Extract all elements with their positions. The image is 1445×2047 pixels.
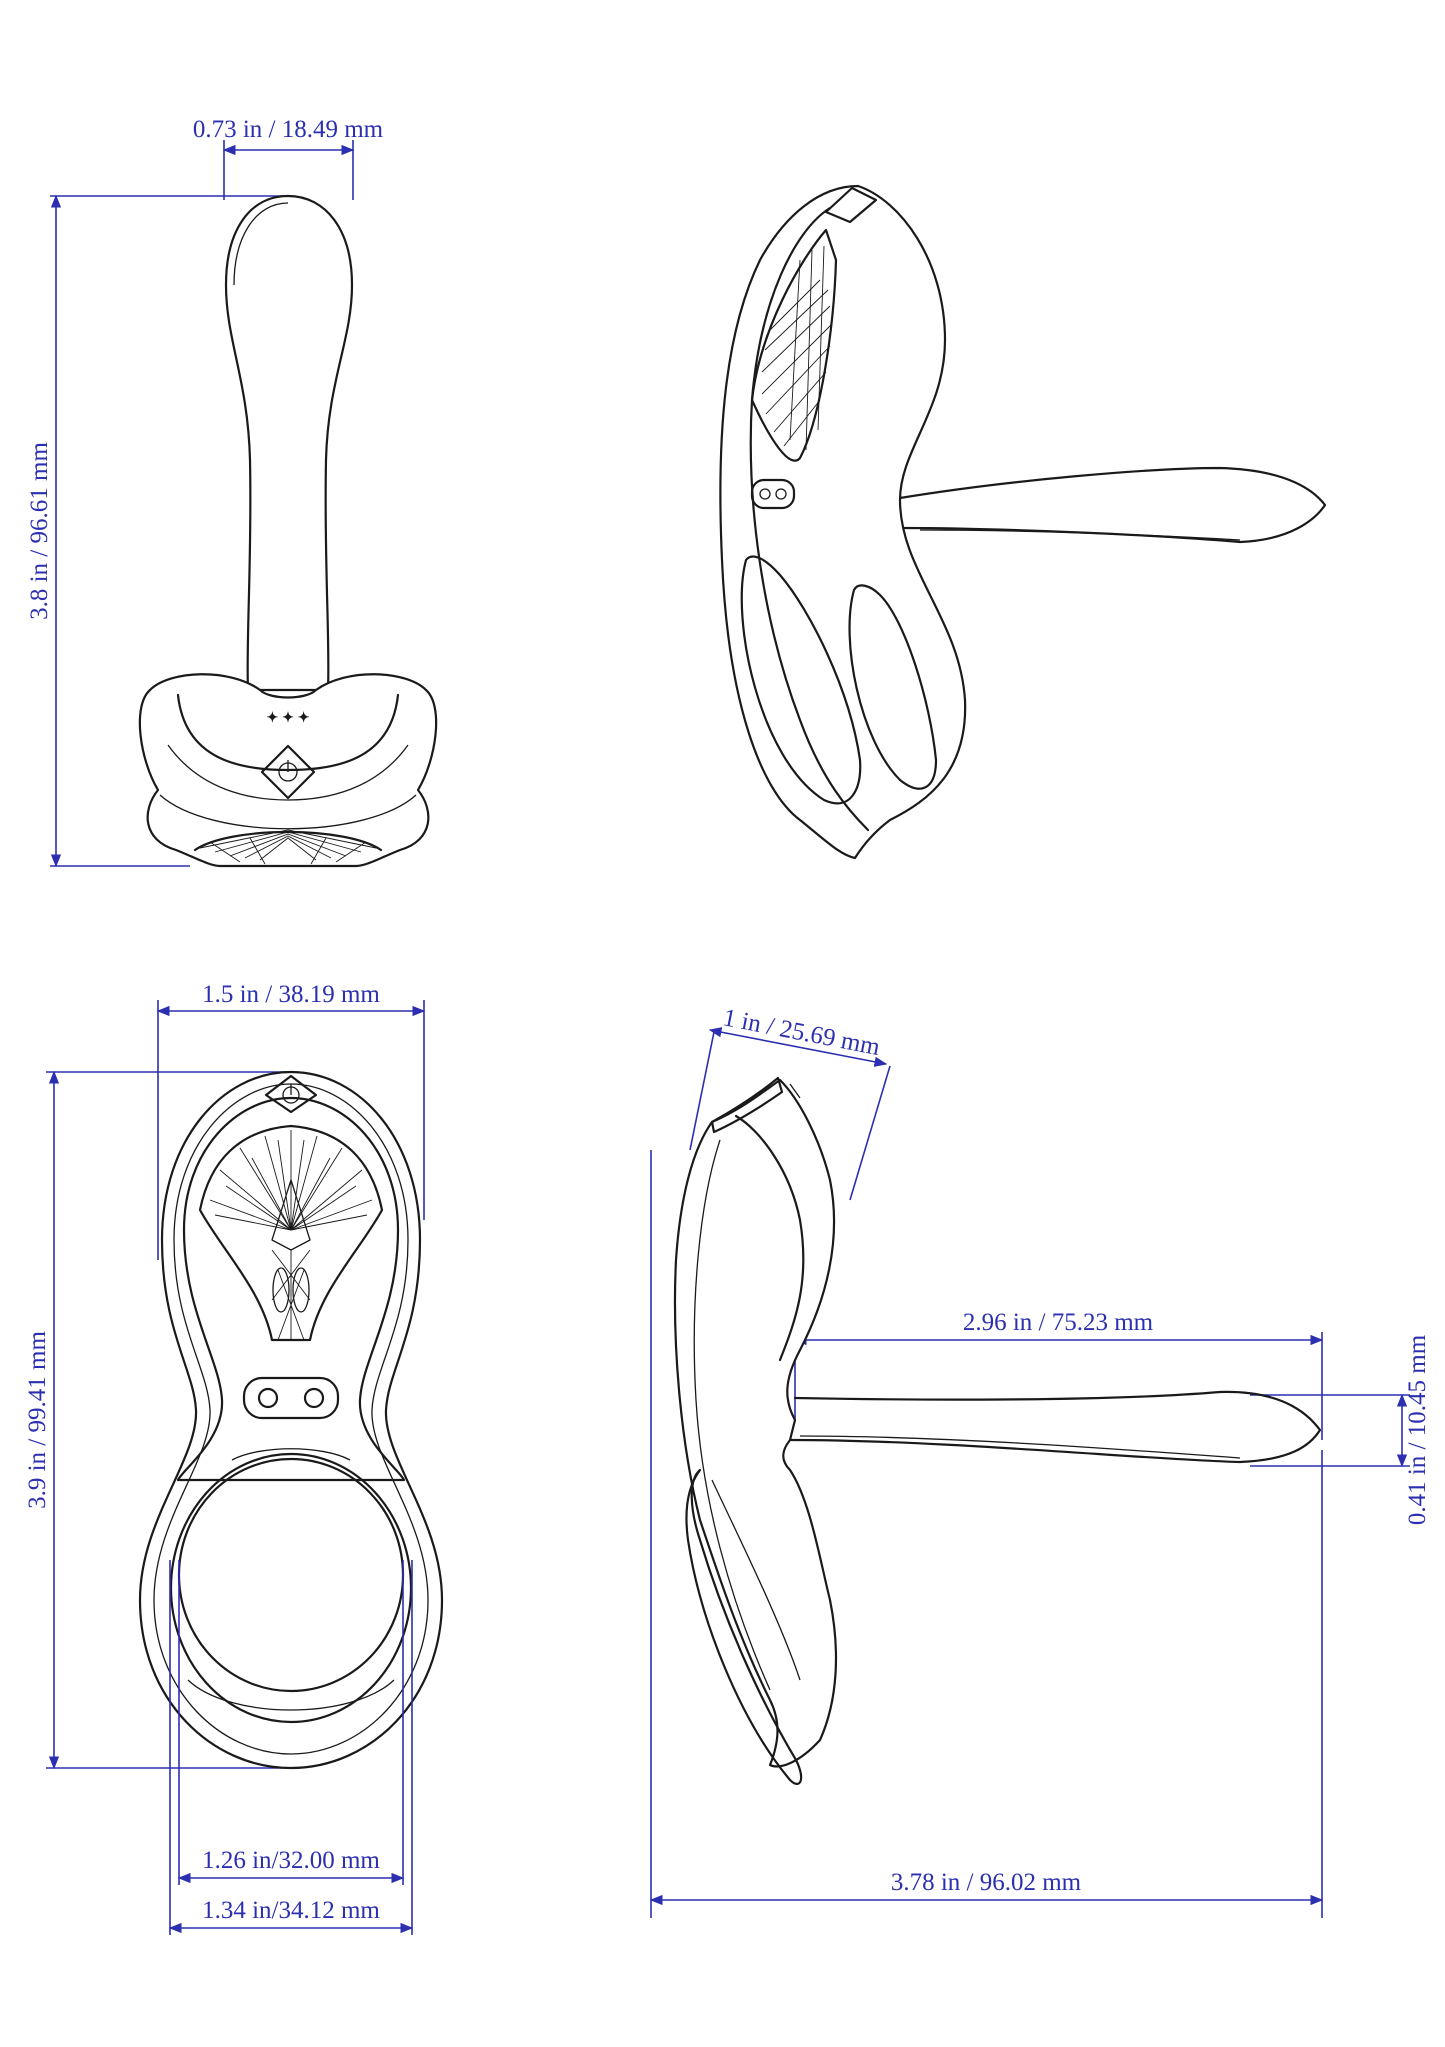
side-view: 1 in / 25.69 mm 2.96 in / 75.23 mm 0.41 … <box>649 1004 1431 1918</box>
side-total-length-label: 3.78 in / 96.02 mm <box>891 1869 1082 1896</box>
side-total-length-dimension: 3.78 in / 96.02 mm <box>649 1150 1324 1918</box>
side-stem-thickness-dimension: 0.41 in / 10.45 mm <box>1250 1334 1431 1525</box>
top-outer-ring-label: 1.34 in/34.12 mm <box>202 1897 380 1924</box>
perspective-body <box>719 184 967 860</box>
front-width-label: 0.73 in / 18.49 mm <box>193 116 384 143</box>
side-body <box>673 1078 838 1768</box>
perspective-ring-right <box>848 584 938 790</box>
svg-text:✦ ✦ ✦: ✦ ✦ ✦ <box>267 709 310 725</box>
logo-mark: ✦ ✦ ✦ <box>267 709 310 725</box>
top-view: 1.5 in / 38.19 mm 3.9 in / 99.41 mm <box>24 981 444 1935</box>
top-height-label: 3.9 in / 99.41 mm <box>24 1331 51 1509</box>
top-ring-outer <box>169 1452 413 1724</box>
perspective-ring-left <box>740 555 862 805</box>
side-stem-length-label: 2.96 in / 75.23 mm <box>963 1309 1154 1336</box>
perspective-top-button <box>824 186 878 224</box>
perspective-grip-texture <box>761 245 833 451</box>
power-icon <box>260 744 316 800</box>
front-stem <box>224 194 354 692</box>
front-width-dimension: 0.73 in / 18.49 mm <box>193 116 384 200</box>
side-depth-label: 1 in / 25.69 mm <box>721 1004 883 1061</box>
top-inner-ring-dimension: 1.26 in/32.00 mm <box>177 1560 405 1885</box>
top-control-buttons <box>242 1376 340 1420</box>
side-hook <box>685 1468 803 1785</box>
side-stem-thickness-label: 0.41 in / 10.45 mm <box>1404 1334 1431 1525</box>
side-stem <box>788 1390 1322 1464</box>
perspective-stem <box>898 466 1327 544</box>
side-stem-length-dimension: 2.96 in / 75.23 mm <box>793 1309 1324 1440</box>
front-view: 0.73 in / 18.49 mm 3.8 in / 96.61 mm ✦ ✦… <box>26 116 438 868</box>
top-grip-texture <box>198 1124 384 1342</box>
perspective-side-buttons <box>750 478 796 510</box>
front-height-label: 3.8 in / 96.61 mm <box>26 442 53 620</box>
front-grip-texture <box>193 829 383 865</box>
perspective-view <box>719 184 1327 860</box>
top-inner-ring-label: 1.26 in/32.00 mm <box>202 1847 380 1874</box>
top-width-dimension: 1.5 in / 38.19 mm <box>156 981 426 1260</box>
power-icon <box>264 1074 318 1114</box>
front-height-dimension: 3.8 in / 96.61 mm <box>26 194 290 868</box>
top-outer-ring-dimension: 1.34 in/34.12 mm <box>168 1560 414 1935</box>
top-width-label: 1.5 in / 38.19 mm <box>202 981 380 1008</box>
top-body <box>138 1070 444 1770</box>
top-height-dimension: 3.9 in / 99.41 mm <box>24 1070 290 1770</box>
